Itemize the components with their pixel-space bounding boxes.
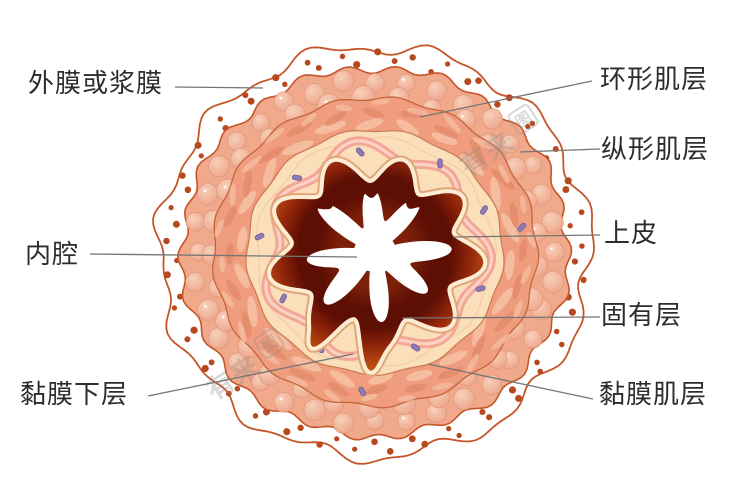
label-lumen: 内腔: [25, 240, 80, 270]
label-circular-muscle: 环形肌层: [600, 65, 709, 95]
label-serosa: 外膜或浆膜: [28, 69, 164, 99]
label-epithelium: 上皮: [604, 219, 659, 249]
label-submucosa: 黏膜下层: [20, 380, 129, 410]
label-muscularis-mucosae: 黏膜肌层: [599, 380, 708, 410]
label-longitudinal-muscle: 纵形肌层: [601, 135, 710, 165]
leader-lines: [89, 80, 601, 400]
label-lamina-propria: 固有层: [601, 301, 683, 331]
lumen-area: [306, 193, 452, 323]
